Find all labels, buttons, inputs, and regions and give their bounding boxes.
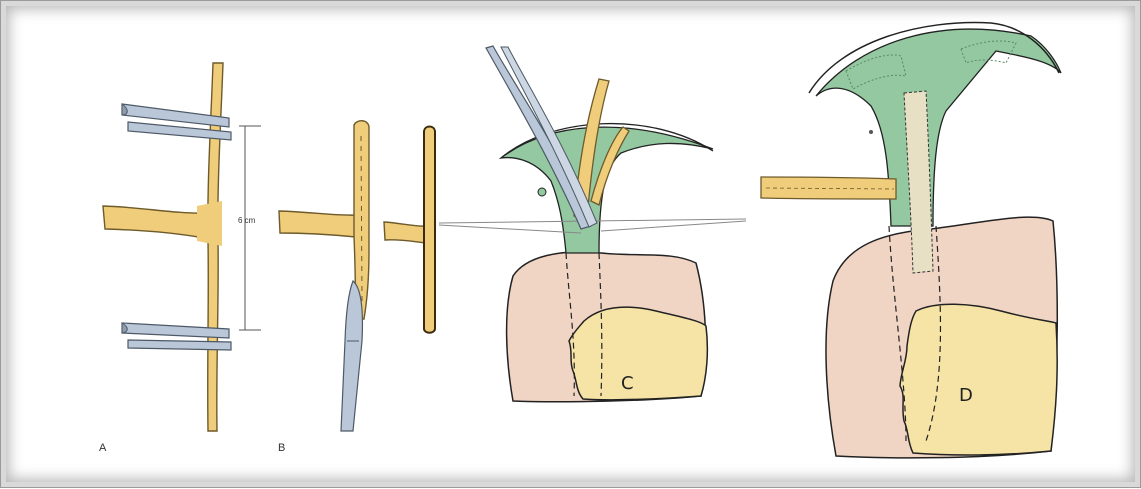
scissors-b — [341, 281, 362, 431]
vessel-branch-a — [103, 206, 204, 238]
panel-c: C — [439, 46, 746, 402]
panel-label-b: B — [278, 442, 285, 454]
panel-d: D — [761, 23, 1061, 458]
measurement-bracket — [239, 126, 261, 330]
vessel-branch-b — [279, 211, 356, 237]
measurement-label: 6 cm — [238, 216, 256, 225]
yellow-tissue-d — [900, 304, 1057, 455]
yellow-tissue-c — [569, 307, 707, 400]
panel-label-c: C — [621, 373, 634, 394]
green-tissue-c — [501, 127, 713, 253]
panel-label-d: D — [959, 385, 973, 406]
panel-b: B — [278, 121, 435, 454]
vessel-opened-b2 — [424, 127, 435, 333]
vessel-branch-b2 — [384, 222, 427, 243]
panel-a: 6 cm A — [99, 63, 261, 454]
panel-label-a: A — [99, 442, 107, 454]
